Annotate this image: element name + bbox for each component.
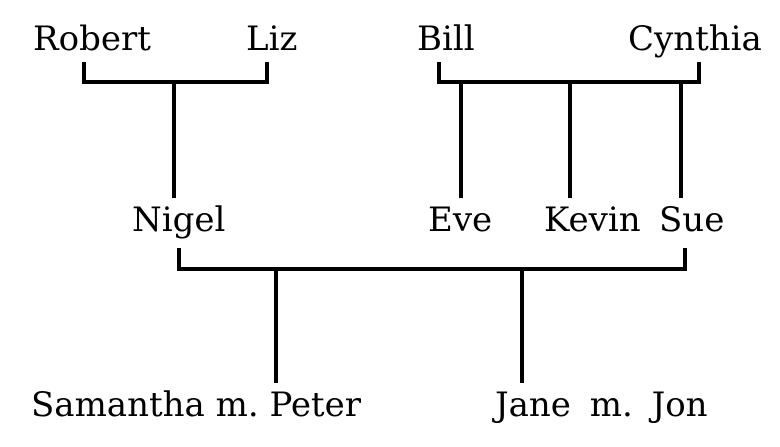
eve-descent-line [459, 80, 463, 198]
person-kevin: Kevin [544, 200, 641, 240]
person-bill: Bill [417, 19, 475, 59]
samantha-descent-line [274, 267, 278, 383]
bill-drop-line [437, 62, 441, 83]
cynthia-drop-line [697, 62, 701, 83]
person-sue: Sue [659, 200, 725, 240]
person-samantha-m-peter: Samantha m. Peter [31, 385, 361, 425]
jane-descent-line [520, 267, 524, 383]
kevin-descent-line [568, 80, 572, 198]
person-robert: Robert [33, 19, 151, 59]
person-nigel: Nigel [132, 200, 226, 240]
nigel-drop-line [177, 248, 181, 270]
person-eve: Eve [428, 200, 493, 240]
person-jane-m-jon: Jane m. Jon [495, 385, 708, 425]
person-liz: Liz [246, 19, 298, 59]
liz-drop-line [265, 62, 269, 83]
sue-drop-line [683, 248, 687, 270]
person-cynthia: Cynthia [628, 19, 762, 59]
sue-descent-line [679, 80, 683, 198]
robert-liz-descent-line [172, 80, 176, 198]
robert-drop-line [82, 62, 86, 83]
nigel-sue-marriage-line [177, 267, 687, 271]
